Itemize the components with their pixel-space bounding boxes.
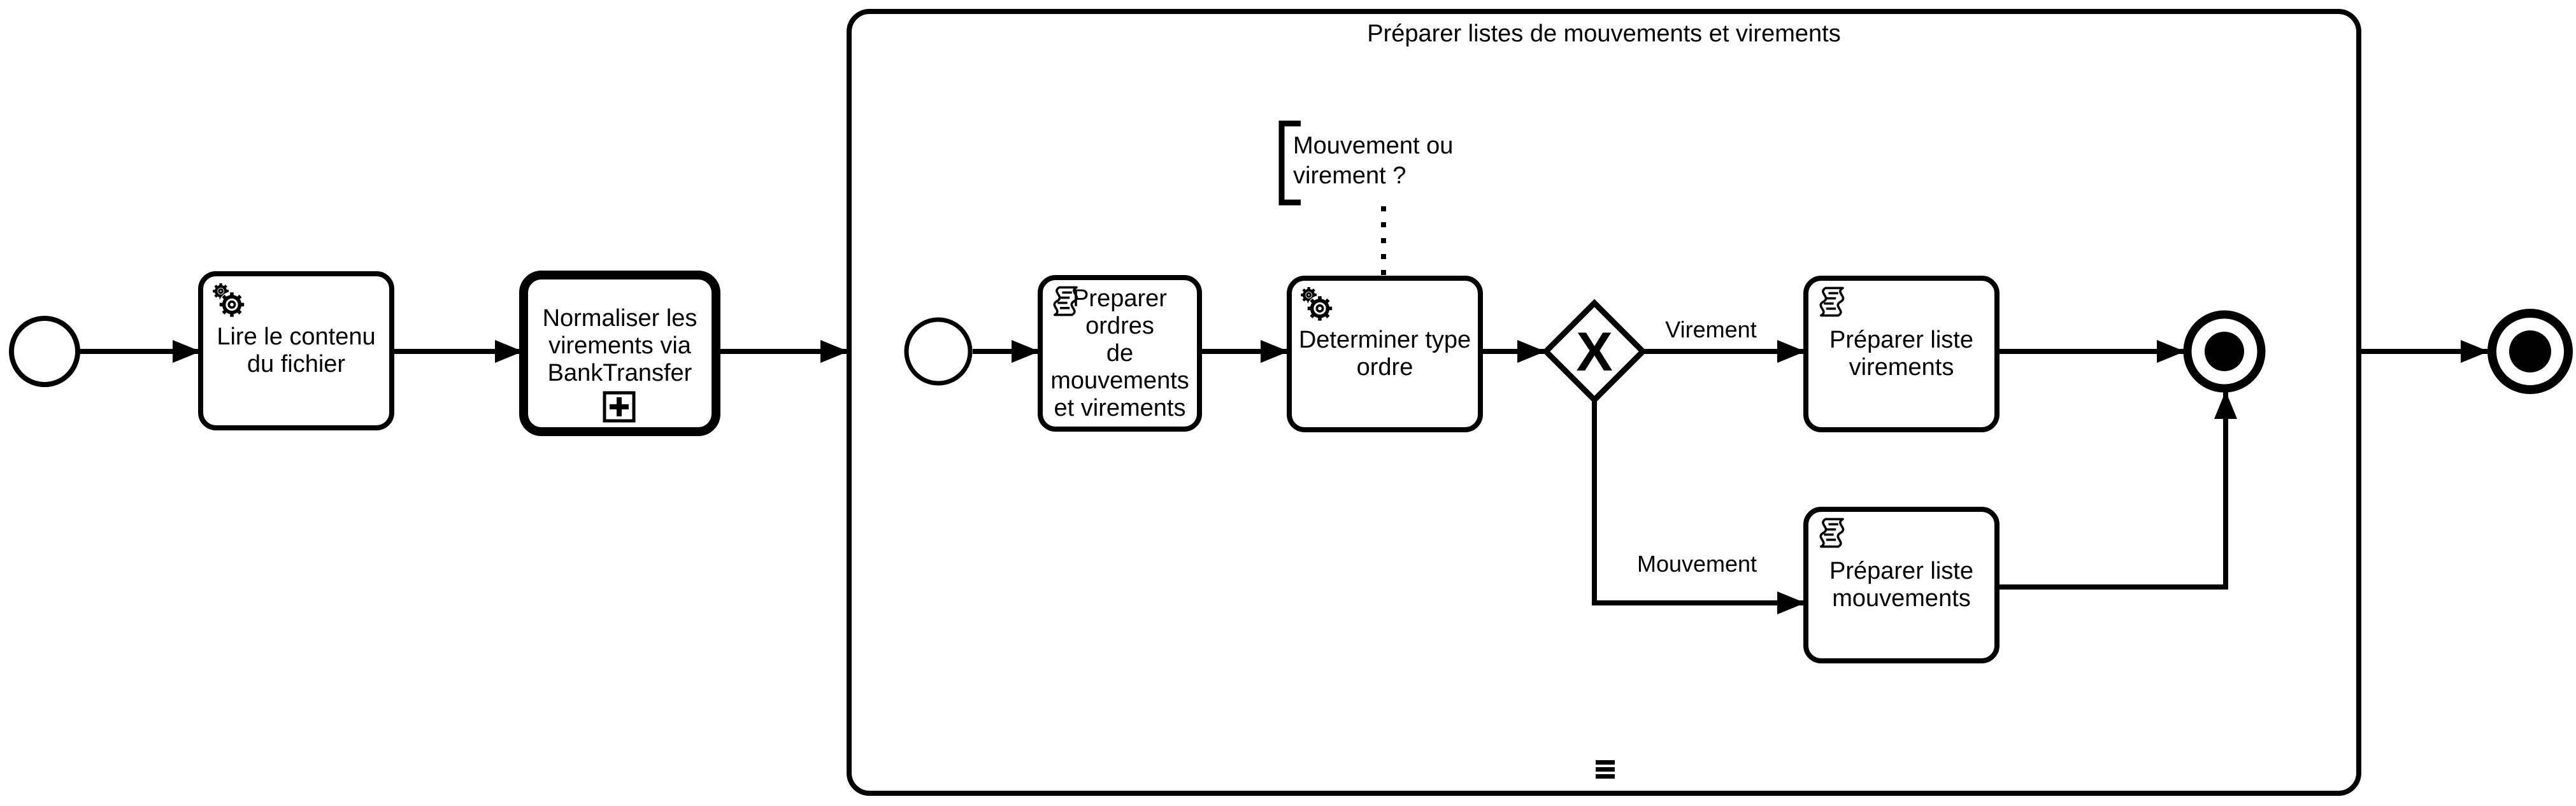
call-activity-normaliser	[519, 271, 720, 436]
script-task-liste-virements	[1803, 276, 2000, 432]
plus-square-icon	[603, 391, 636, 423]
start-event-inner	[904, 317, 973, 386]
text-annotation-label: Mouvement ou virement ?	[1293, 132, 1454, 189]
gateway-x-marker: X	[1576, 322, 1612, 383]
task-read-file-label: Lire le contenu du fichier	[217, 323, 376, 378]
virement-flow-label: Virement	[1665, 316, 1757, 343]
flow-mouvements-to-inner-end	[1998, 391, 2237, 590]
task-determiner-label: Determiner type ordre	[1298, 327, 1471, 381]
sequential-multi-instance-bars-icon	[1596, 760, 1615, 779]
sequence-flows	[79, 340, 2489, 614]
text-annotation-bracket	[1278, 120, 1301, 206]
end-event-inner	[2183, 310, 2266, 393]
task-preparer-ordres-label: Preparer ordres de mouvements et viremen…	[1050, 285, 1189, 421]
subprocess-title: Préparer listes de mouvements et viremen…	[1367, 20, 1841, 47]
flow-gateway-mouvement	[1592, 401, 1805, 614]
service-task-read-file	[198, 271, 394, 430]
task-liste-virements-label: Préparer liste virements	[1829, 327, 1973, 381]
call-activity-label: Normaliser les virements via BankTransfe…	[542, 304, 698, 386]
start-event-outer	[9, 316, 80, 387]
script-task-preparer-ordres	[1038, 275, 1202, 432]
service-task-determiner	[1287, 276, 1483, 432]
task-liste-mouvements-label: Préparer liste mouvements	[1829, 558, 1973, 612]
mouvement-flow-label: Mouvement	[1636, 551, 1757, 577]
exclusive-gateway: X	[1542, 299, 1647, 404]
script-task-liste-mouvements	[1803, 507, 2000, 663]
end-event-outer	[2487, 309, 2573, 394]
